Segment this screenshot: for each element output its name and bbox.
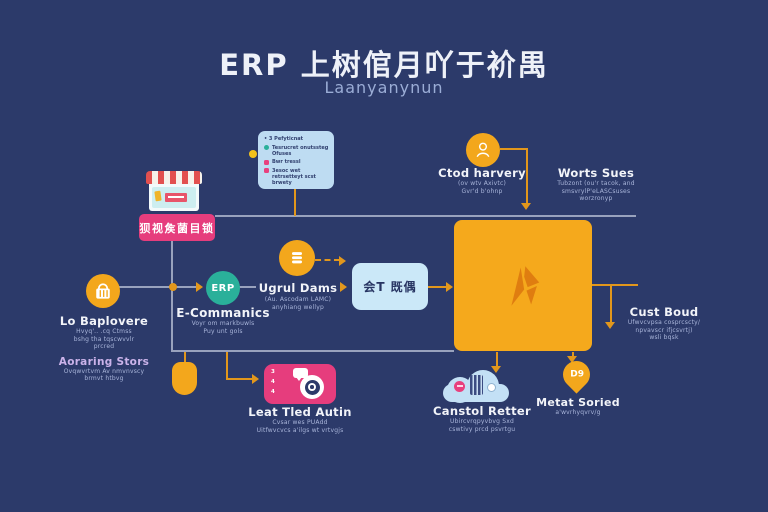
pink-badge-icon [454, 381, 465, 392]
process-box: 会T 既偶 [352, 263, 428, 310]
arrow-into-hub-top [521, 203, 531, 210]
arrow-into-process-box [340, 282, 347, 292]
price-tag-icon [154, 190, 162, 202]
connector-box-to-hub [427, 286, 449, 288]
map-pin-badge: D9 [569, 369, 584, 380]
connector-cust-v [610, 286, 612, 324]
left-source-title: Lo Baplovere [59, 314, 149, 328]
work-sues-labels: Worts Sues Tubzont (ou'r tacok, and smsv… [546, 166, 646, 203]
storefront-icon [146, 171, 202, 213]
cust-boud-title: Cust Boud [629, 305, 699, 319]
connector-person-h [500, 148, 528, 150]
control-center-title: Canstol Retter [433, 404, 531, 418]
connector-flow-left [119, 286, 198, 288]
connector-cloud-drop [496, 352, 498, 368]
storefront-body [149, 184, 199, 211]
checklist-item: Tesrucret onutssteg Ofuses [264, 145, 329, 157]
page-title: ERP 上树倌月吖于衸禺 [219, 48, 549, 82]
checklist-item: Bwr tressl [264, 159, 329, 165]
work-sues-title: Worts Sues [557, 166, 635, 180]
check-pink-icon [264, 159, 269, 165]
connector-lead-h [226, 378, 254, 380]
hub-square [454, 220, 592, 351]
hub-logo-icon [511, 265, 540, 306]
arrow-into-pin [567, 356, 577, 363]
cloud-icon [443, 368, 509, 403]
data-layer-title: Ugrul Dams [255, 281, 341, 295]
lead-digits: 3 4 4 [271, 369, 275, 395]
clock-icon [487, 383, 496, 392]
coins-icon [279, 240, 315, 276]
arrow-into-hub [446, 282, 453, 292]
lead-title: Leat Tled Autin [248, 405, 352, 419]
connector-card-drop [294, 189, 296, 216]
arrow-into-erp [196, 282, 203, 292]
mouse-icon [172, 362, 197, 395]
page-subtitle: Laanyanynun [324, 78, 444, 97]
check-green-icon [264, 145, 269, 150]
card-anchor-dot [249, 150, 257, 158]
ecommerce-title: E-Commanics [176, 306, 270, 320]
arrow-into-lead [252, 374, 259, 384]
check-pink-icon [264, 168, 269, 173]
connector-top [215, 215, 636, 217]
shopping-bag-icon [86, 274, 120, 308]
connector-mouse-drop [184, 352, 186, 363]
map-pin-icon: D9 [557, 355, 596, 394]
data-layer-labels: Ugrul Dams (Au. Ascodam LAMC) anyhiang w… [248, 277, 348, 311]
map-pin-labels: Metat Soried a'wvrhyqvrv/g [530, 396, 626, 417]
server-building-icon [470, 375, 483, 395]
lead-box: 3 4 4 [264, 364, 336, 404]
left-source-labels: Lo Baplovere Hvyq'.. .cq Ctmss bshg tha … [50, 314, 158, 383]
left-source-alt-title: Aoraring Stors [58, 355, 150, 368]
erp-node: ERP [206, 271, 240, 305]
arrow-into-cloud [491, 366, 501, 373]
dashed-arrowhead [339, 256, 346, 266]
connector-pin-drop [572, 352, 574, 359]
connector-bottom [171, 350, 454, 352]
ecommerce-labels: E-Commanics Voyr om markbuwls Puy unt go… [163, 306, 283, 335]
junction-dot [169, 283, 177, 291]
speech-bubble-icon [293, 368, 308, 381]
connector-left [171, 241, 173, 352]
cloud-delivery-labels: Ctod harvery (ov wtv Axivtc) Gvr'd b'ohn… [434, 166, 530, 195]
checklist-item: • 3 Pefyticnat [264, 136, 304, 142]
person-icon [466, 133, 500, 167]
checklist-card: • 3 Pefyticnat Tesrucret onutssteg Ofuse… [258, 131, 334, 189]
cloud-delivery-title: Ctod harvery [438, 166, 526, 180]
connector-person-v [526, 148, 528, 205]
arrow-cust-boud [605, 322, 615, 329]
storefront-awning-icon [146, 171, 202, 184]
sale-sign-icon [165, 193, 187, 202]
map-pin-title: Metat Soried [536, 396, 620, 409]
store-tag-box: 狈视矦菌目锁 [139, 214, 215, 241]
lead-labels: Leat Tled Autin Cvsar wes PUAdd Uitfwvcv… [248, 405, 352, 434]
connector-hub-right [592, 284, 638, 286]
control-center-labels: Canstol Retter Ubircvrqpyvbvg Sxd cswtiv… [426, 404, 538, 433]
checklist-item: 3esoc wet retrsetteyt scst brwety [264, 168, 329, 186]
connector-lead-v [226, 352, 228, 380]
dashed-connector [315, 259, 340, 261]
target-icon [300, 375, 324, 399]
cust-boud-labels: Cust Boud Ufwvcvpsa cosprcscty/ npvavscr… [612, 305, 716, 342]
